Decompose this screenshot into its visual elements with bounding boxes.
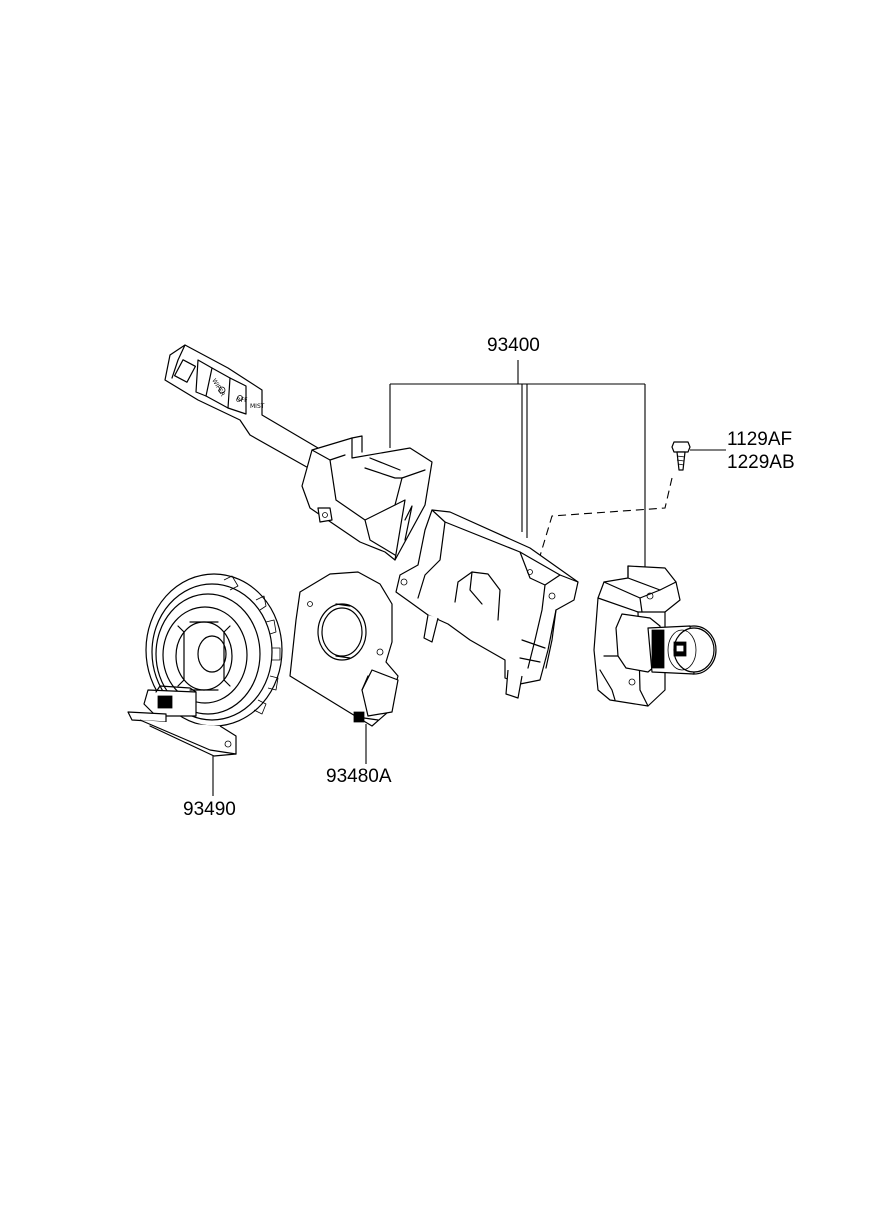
label-1129af: 1129AF (727, 429, 792, 450)
steering-sensor-part (289, 571, 399, 727)
label-93400: 93400 (487, 335, 540, 356)
lever-mark-off: OFF (236, 397, 248, 404)
ignition-switch (593, 565, 717, 707)
column-bracket (395, 509, 579, 699)
screw-part (671, 441, 691, 471)
clock-spring-part (127, 573, 283, 757)
label-1229ab: 1229AB (727, 452, 795, 473)
screw-leader-lines (539, 449, 726, 557)
label-93490: 93490 (183, 799, 236, 820)
lever-mark-mist: MIST (250, 403, 265, 410)
assembly-leader-lines (389, 360, 646, 568)
lower-leader-lines (212, 724, 367, 796)
label-93480a: 93480A (326, 766, 392, 787)
wiper-lever-switch: WIPER OFF MIST (164, 344, 433, 561)
